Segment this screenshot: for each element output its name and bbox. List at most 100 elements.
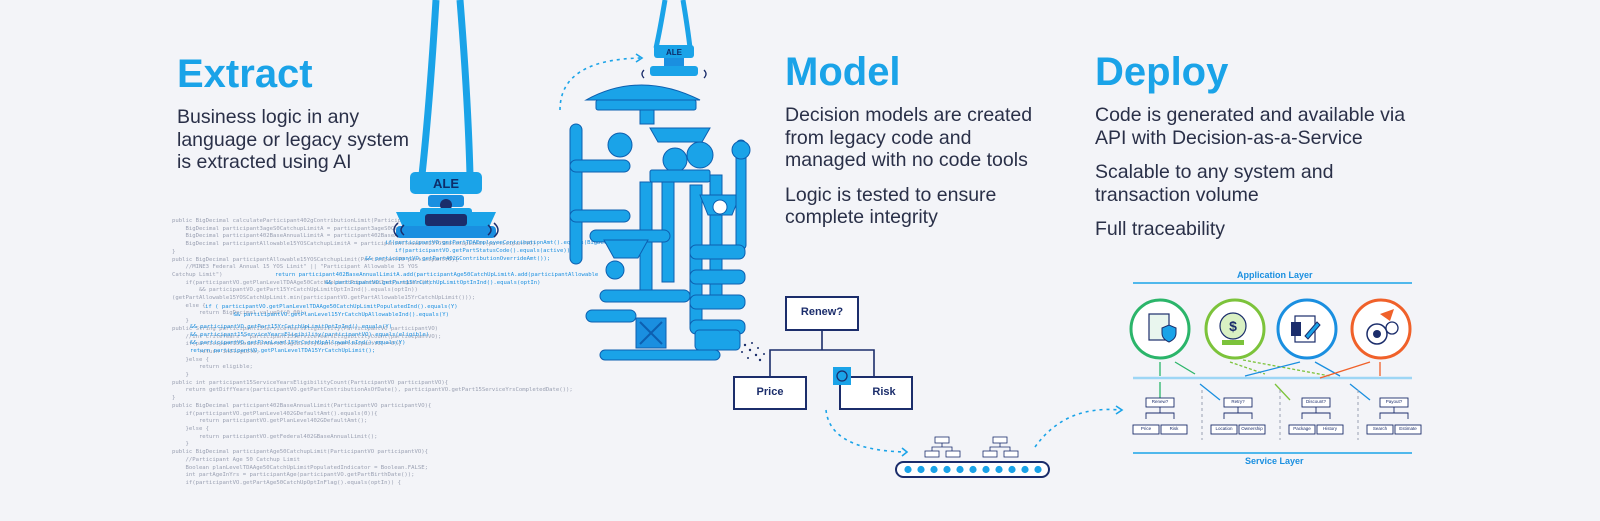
service-leaf-label: History (1322, 426, 1337, 431)
code-line: public String participant15ServiceYearsE… (172, 325, 439, 332)
highlighted-code-line: && participantVO.getPart15YrCatchUpLimit… (325, 280, 541, 286)
conveyor-roller (969, 465, 977, 474)
extract-title: Extract (177, 52, 313, 96)
code-line: Catchup Limit") (172, 271, 223, 278)
conveyor-roller (917, 465, 925, 474)
highlighted-code-line: return participantVO.getPlanLevelTDA15Yr… (190, 348, 376, 354)
service-connector (1379, 407, 1409, 419)
highlighted-code-line: && participant15ServiceYearsEligibility(… (190, 332, 430, 338)
code-line: public int participant15ServiceYearsElig… (172, 379, 449, 386)
model-description: Decision models are created from legacy … (785, 104, 1033, 171)
code-line: BigDecimal participant3ageS0CatchupLimit… (172, 225, 486, 232)
gears-rocket-icon (1350, 298, 1412, 360)
svg-text:$: $ (1229, 318, 1237, 334)
crane-small-icon: ALE (641, 0, 707, 79)
code-line: //MINE3 Federal Annual 15 YOS Limit" || … (172, 264, 418, 271)
deploy-title: Deploy (1095, 50, 1229, 94)
highlighted-code-line: && participantVO.getPlanLevel15YrCatchUp… (190, 340, 406, 346)
service-connector (1223, 407, 1253, 419)
service-connector (1301, 407, 1331, 419)
service-root-label: Discount? (1305, 399, 1326, 404)
deploy-section: Deploy Code is generated and available v… (1095, 50, 1415, 241)
service-leaf-label: Location (1215, 426, 1233, 431)
code-line: if(participantVO.getPartAge50CatchUpOptI… (172, 479, 402, 486)
extract-section: Extract Business logic in any language o… (177, 52, 427, 174)
service-root-label: Retry? (1231, 399, 1245, 404)
highlighted-code-line: if ( participantVO.getPlanLevelTDAAge50C… (205, 304, 458, 310)
service-connector (1145, 407, 1175, 419)
code-line: } (172, 441, 189, 448)
code-line: } (172, 248, 176, 255)
code-line: return BigDecimal.valueOf(0.00); (172, 310, 307, 317)
dollar-coin-icon: $ (1204, 298, 1266, 360)
document-edit-icon (1276, 298, 1338, 360)
highlighted-code-line: return participant402BaseAnnualLimitA.ad… (275, 272, 599, 278)
service-leaf-label: Ownership (1241, 426, 1263, 431)
highlighted-code-line: && participantVO.getPart402GContribution… (365, 256, 551, 262)
code-line: }else { (172, 425, 210, 432)
deploy-scalable-text: Scalable to any system and transaction v… (1095, 161, 1334, 206)
code-line: return inEligible; (172, 348, 260, 355)
conveyor-roller (1021, 465, 1029, 474)
service-leaf-label: Package (1293, 426, 1311, 431)
code-line: int partAgeInYrs = participantAge(partic… (172, 472, 415, 479)
service-leaf-label: Risk (1169, 426, 1179, 431)
code-line: } (172, 395, 176, 402)
code-line: Boolean planLevelTDAAge50CatchUpLimitPop… (172, 464, 428, 471)
conveyor-roller (982, 465, 990, 474)
code-line: return participantVO.getFederal402GBaseA… (172, 433, 378, 440)
conveyor-belt (895, 461, 1050, 478)
tree-leaf-risk: Risk (872, 386, 896, 398)
service-leaf-label: Estimate (1399, 426, 1417, 431)
conveyor-roller (930, 465, 938, 474)
conveyor-roller (956, 465, 964, 474)
code-line: && participantVO.getPart15YrCatchUpLimit… (172, 287, 418, 294)
code-line: public BigDecimal participant402BaseAnnu… (172, 402, 432, 409)
code-line: public BigDecimal participantAllowable15… (172, 256, 459, 263)
model-testing-text: Logic is tested to ensure complete integ… (785, 183, 997, 229)
code-line: public BigDecimal calculateParticipant40… (172, 218, 472, 224)
code-line: //Participant Age 50 Catchup Limit (172, 456, 300, 463)
code-line: if(participantVO.getPlanLevel402GDefault… (172, 410, 378, 417)
conveyor-roller (943, 465, 951, 474)
highlighted-code-line: if(participantVO.getPartStatusCode().equ… (395, 248, 571, 254)
highlighted-code-line: && participantVO.getPart15YrCatchUpLimit… (190, 324, 393, 330)
code-line: } (172, 372, 189, 379)
model-section: Model Decision models are created from l… (785, 50, 1035, 229)
code-line: return eligible; (172, 364, 253, 371)
shield-document-icon (1129, 298, 1191, 360)
code-line: return getDiffYears(participantVO.getPar… (172, 387, 573, 394)
extract-description: Business logic in any language or legacy… (177, 106, 409, 173)
tree-root-renew: Renew? (800, 306, 844, 318)
deploy-description: Code is generated and available via API … (1095, 104, 1406, 149)
deploy-traceability-text: Full traceability (1095, 218, 1226, 240)
conveyor-mini-trees (924, 436, 1019, 458)
code-line: if(participant15ServiceYearsEligibilityC… (172, 341, 402, 348)
conveyor-roller (904, 465, 912, 474)
code-line: if(participantVO.getPlanLevelTDAAge50Cat… (172, 279, 432, 286)
code-line: //int criteYears = participant15ServiceY… (172, 333, 442, 340)
code-line: BigDecimal participantAllowable15YOSCatc… (172, 241, 540, 248)
output-particles-icon (741, 342, 765, 362)
conveyor-roller (1008, 465, 1016, 474)
service-leaf-label: Search (1372, 426, 1388, 431)
code-line: return participantVO.getPlanLevel402GDef… (172, 418, 368, 425)
code-line: }else { (172, 356, 210, 363)
highlighted-code-line: && participantVO.getPlanLevel15YrCatchUp… (220, 312, 450, 318)
tree-leaf-price: Price (756, 386, 784, 398)
crane-small-label: ALE (666, 48, 683, 57)
code-line: public BigDecimal participantAge50Catchu… (172, 449, 428, 456)
code-line: (getPartAllowable15YOSCatchUpLimit.min(p… (172, 295, 476, 302)
conveyor-roller (995, 465, 1003, 474)
conveyor-roller (1034, 465, 1042, 474)
model-title: Model (785, 50, 901, 94)
crane-label: ALE (433, 176, 459, 191)
code-line: else { (172, 302, 206, 309)
service-root-label: Payout? (1385, 399, 1403, 404)
decision-machine-icon (569, 84, 751, 361)
highlighted-code-line: if(participantVO.getPartTDAEmployeeContr… (385, 240, 628, 246)
application-layer-label: Application Layer (1237, 270, 1313, 280)
service-root-label: Renew? (1151, 399, 1169, 404)
service-leaf-label: Price (1140, 426, 1152, 431)
legacy-code-block: public BigDecimal calculateParticipant40… (172, 218, 573, 488)
